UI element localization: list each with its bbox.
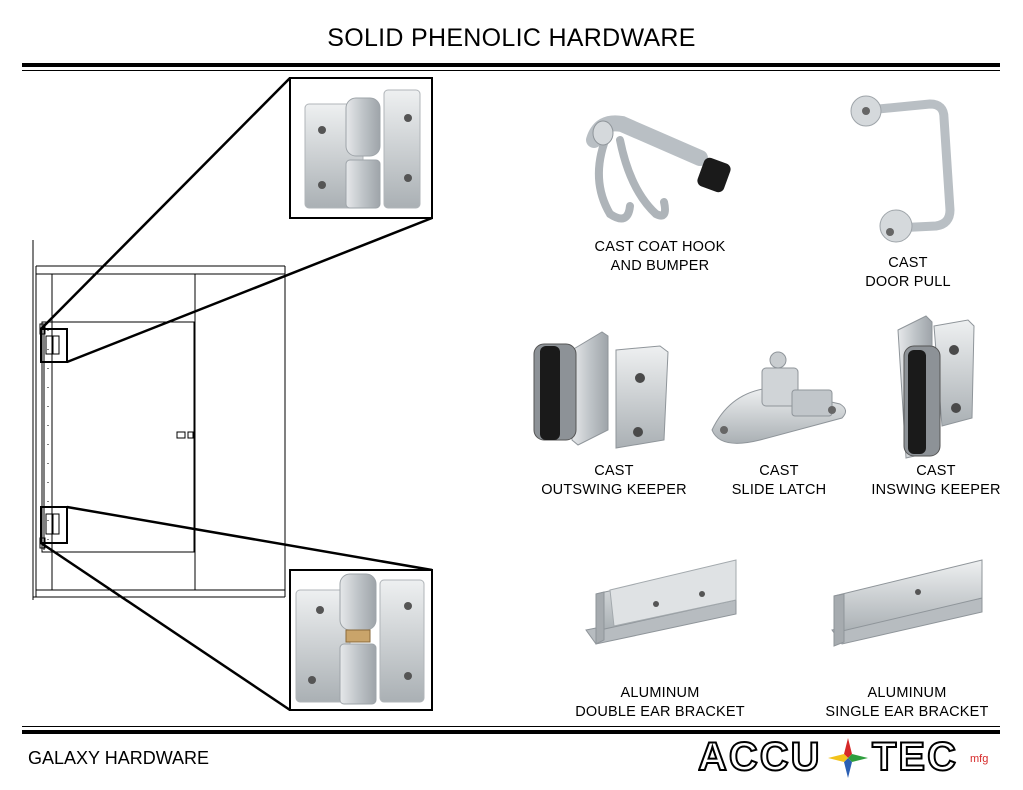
bottom-hinge-detail	[289, 569, 433, 711]
coat-hook-icon	[586, 115, 731, 223]
caption-inswing-keeper: CAST INSWING KEEPER	[856, 462, 1016, 500]
header-rule-thick	[22, 63, 1000, 67]
top-hinge-detail	[289, 77, 433, 219]
caption-line: CAST	[594, 463, 634, 479]
single-ear-bracket-icon	[831, 559, 983, 647]
logo-star-icon	[828, 738, 868, 778]
page-title: SOLID PHENOLIC HARDWARE	[327, 24, 696, 52]
caption-line: CAST	[916, 463, 956, 479]
partition-elevation-drawing	[32, 240, 286, 600]
slide-latch-icon	[711, 351, 846, 444]
footer-rule-thick	[22, 730, 1000, 734]
footer-rule-thin	[22, 726, 1000, 727]
outswing-keeper-icon	[533, 331, 669, 449]
accutec-logo: ACCU TEC mfg	[698, 734, 988, 780]
caption-outswing-keeper: CAST OUTSWING KEEPER	[514, 462, 714, 500]
logo-text-accu: ACCU	[698, 735, 822, 779]
caption-slide-latch: CAST SLIDE LATCH	[689, 462, 869, 500]
caption-line: AND BUMPER	[610, 258, 710, 274]
caption-coat-hook: CAST COAT HOOK AND BUMPER	[560, 238, 760, 276]
caption-single-ear-bracket: ALUMINUM SINGLE EAR BRACKET	[807, 684, 1007, 722]
caption-line: ALUMINUM	[867, 685, 947, 701]
logo-text-tec: TEC	[872, 735, 958, 779]
caption-line: INSWING KEEPER	[871, 482, 1001, 498]
logo-text-mfg: mfg	[970, 753, 988, 765]
double-ear-bracket-icon	[585, 559, 737, 645]
caption-line: OUTSWING KEEPER	[541, 482, 687, 498]
caption-line: DOUBLE EAR BRACKET	[575, 704, 745, 720]
caption-line: CAST	[759, 463, 799, 479]
door-pull-icon	[850, 95, 955, 243]
hinge-callouts	[40, 77, 433, 712]
caption-line: SINGLE EAR BRACKET	[825, 704, 989, 720]
caption-line: DOOR PULL	[865, 274, 951, 290]
caption-line: ALUMINUM	[620, 685, 700, 701]
caption-door-pull: CAST DOOR PULL	[808, 254, 1008, 292]
header-rule-thin	[22, 70, 1000, 71]
footer-label: GALAXY HARDWARE	[28, 748, 210, 768]
caption-line: CAST COAT HOOK	[594, 239, 726, 255]
caption-line: CAST	[888, 255, 928, 271]
caption-double-ear-bracket: ALUMINUM DOUBLE EAR BRACKET	[560, 684, 760, 722]
caption-line: SLIDE LATCH	[731, 482, 827, 498]
inswing-keeper-icon	[897, 315, 975, 459]
